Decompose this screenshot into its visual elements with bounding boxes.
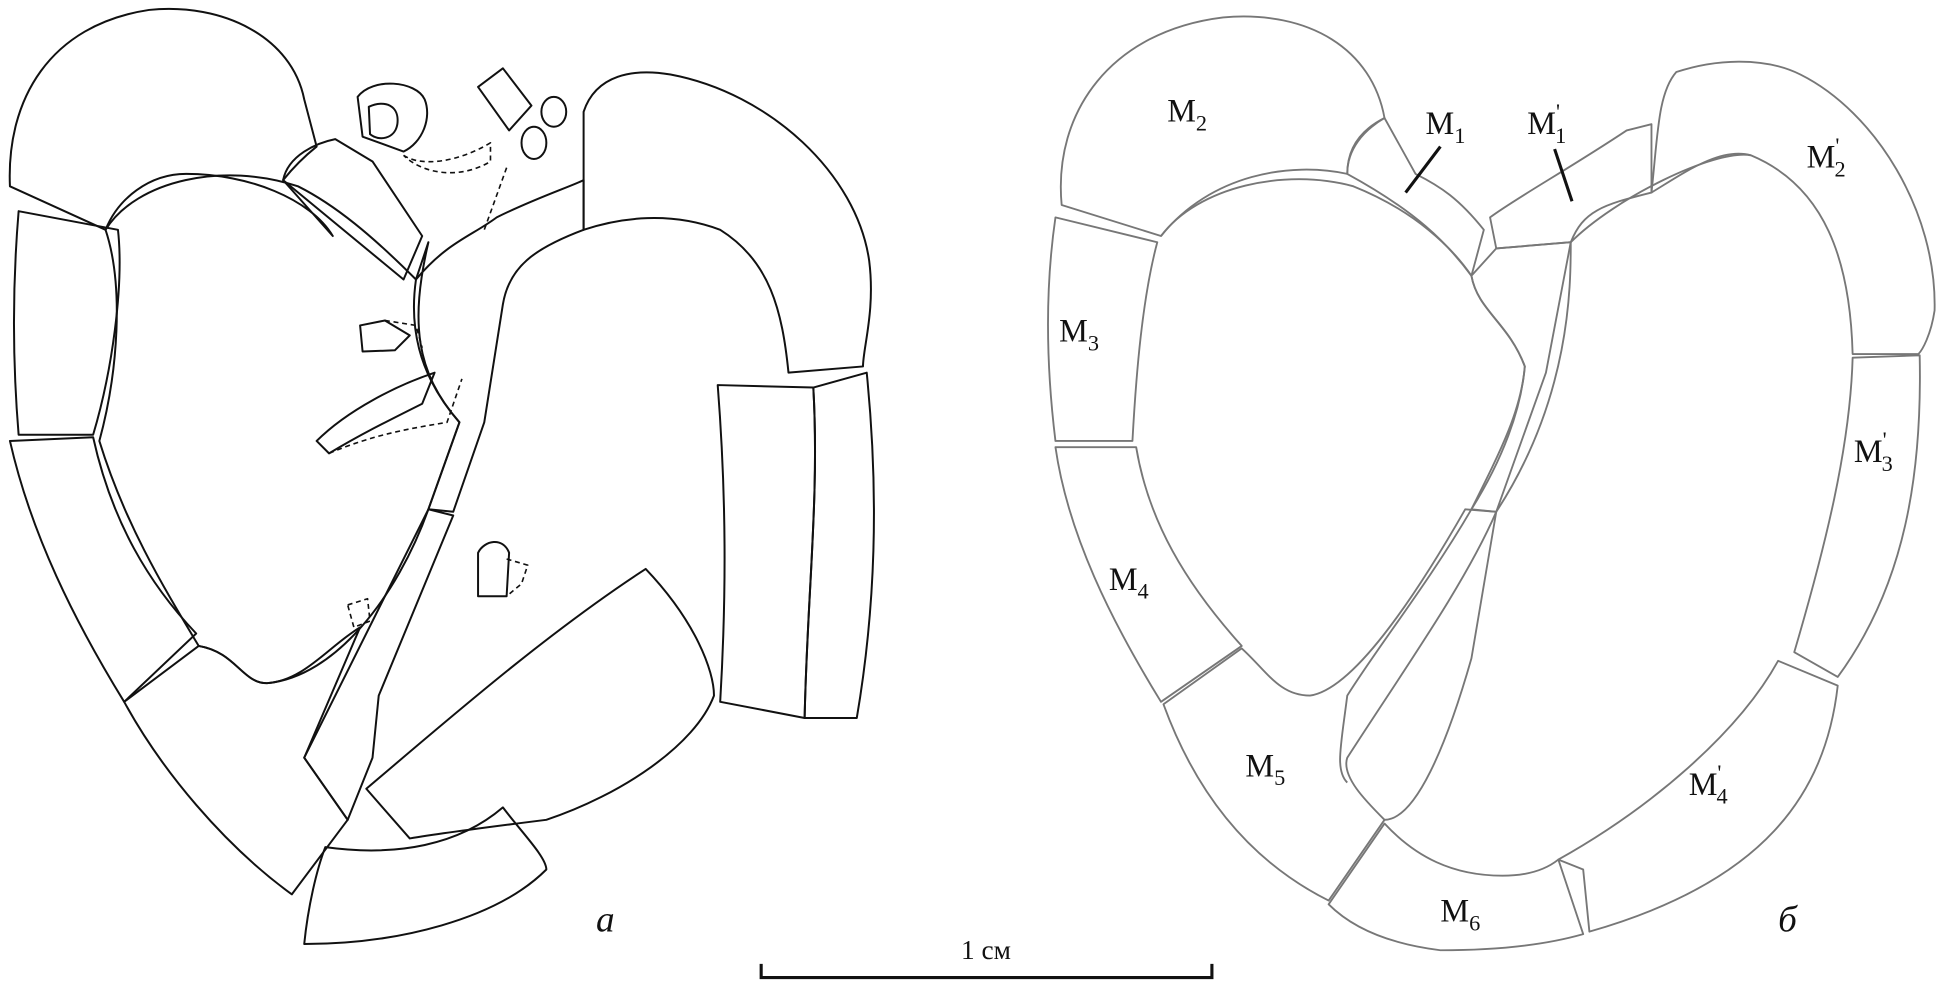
plate-a-median [414, 179, 585, 513]
plate-b-m3-prime [1793, 354, 1921, 678]
plate-a-small-m1 [282, 138, 424, 281]
panel-b-drawing [1047, 15, 1936, 952]
plate-b-m5 [1162, 508, 1498, 902]
m1-pointer-line [1404, 145, 1442, 194]
plate-a-right-rect-1 [716, 384, 817, 719]
scale-bar-line [759, 963, 1214, 980]
plate-a-circle [540, 95, 568, 128]
scale-bar: 1 см [759, 935, 1214, 980]
plate-b-median-right [1384, 242, 1572, 821]
plate-a-left-lower [8, 436, 198, 703]
plate-b-m1-prime [1489, 123, 1653, 250]
label-m5: M5 [1245, 747, 1285, 790]
plate-b-m6 [1327, 822, 1585, 952]
plate-a-right-rect-2 [803, 371, 875, 719]
plate-a-oval-2 [367, 102, 399, 140]
plate-a-diamond [477, 67, 533, 132]
label-m4: M4 [1109, 561, 1149, 604]
panel-a-label: а [596, 900, 615, 941]
plate-b-m3 [1047, 216, 1159, 442]
plate-b-m1 [1346, 117, 1485, 277]
plate-labels: M2 M1 M'1 M'2 M3 M'3 M4 M5 M'4 M6 [1059, 93, 1893, 936]
plate-a-bottom [303, 806, 548, 946]
m1-prime-pointer-line [1553, 148, 1574, 202]
plate-a-fragment-3 [477, 541, 511, 598]
plate-b-m4 [1054, 446, 1243, 703]
dashed-outline-1 [402, 142, 492, 174]
panel-a-drawing [8, 8, 875, 946]
plate-b-m2 [1059, 15, 1386, 237]
plate-a-middle-strip [303, 508, 455, 821]
plate-a-upper-left [8, 8, 334, 238]
plate-b-m2-prime [1650, 60, 1936, 355]
dashed-outline-6 [483, 167, 508, 231]
label-m4-prime: M'4 [1689, 760, 1728, 809]
dashed-outline-4 [506, 558, 529, 597]
plate-b-median [1470, 241, 1572, 513]
label-m2-prime: M'2 [1807, 133, 1846, 182]
plate-a-fragment-2 [315, 371, 436, 455]
plate-b-inner-right [1570, 153, 1751, 243]
label-m3: M3 [1059, 313, 1099, 356]
plate-a-fragment-1 [359, 319, 411, 353]
label-m1: M1 [1425, 105, 1465, 148]
label-m2: M2 [1167, 93, 1207, 136]
panel-b-label: б [1778, 900, 1798, 941]
plate-b-m4-prime [1557, 659, 1839, 933]
plate-a-inner-left [98, 174, 461, 685]
label-m6: M6 [1440, 893, 1480, 936]
plate-a-left-upper [12, 210, 121, 436]
plate-a-oval-3 [520, 125, 548, 160]
plate-a-lower-left [123, 626, 362, 896]
dashed-outline-3 [328, 378, 463, 455]
scale-bar-label: 1 см [961, 935, 1011, 965]
plate-a-upper-right [582, 71, 872, 374]
label-m3-prime: M'3 [1854, 427, 1893, 476]
plate-a-lower-right-big [365, 567, 715, 840]
dashed-outline-5 [346, 597, 371, 629]
plate-a-oval-1 [356, 82, 429, 153]
label-m1-prime: M'1 [1527, 99, 1566, 148]
dashed-outline-2 [384, 319, 423, 349]
plate-b-inner-heart [1160, 178, 1526, 784]
